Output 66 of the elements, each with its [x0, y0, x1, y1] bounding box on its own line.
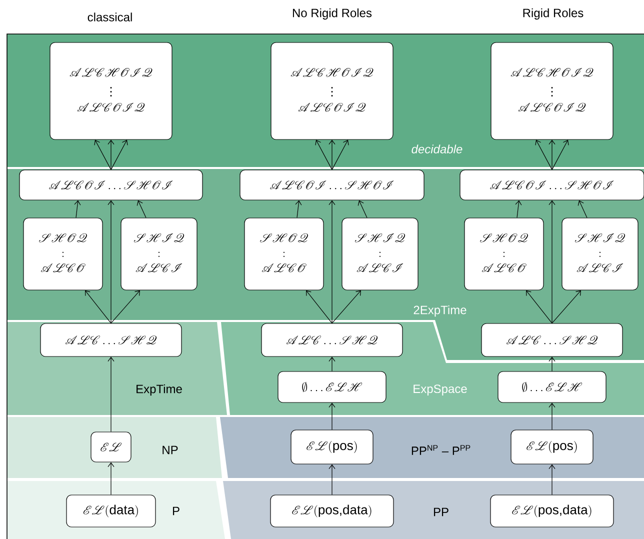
arrow: [94, 140, 112, 170]
logic-box: $\mathscr{EL}(\text{pos})$: [510, 430, 594, 464]
arrow: [548, 402, 556, 430]
arrow: [578, 200, 588, 218]
complexity-label: P: [173, 506, 180, 516]
arrow: [332, 140, 349, 170]
complexity-label: ExpTime: [136, 384, 182, 396]
logic-box: $\begin{array}{c}\mathscr{SHOQ}\\ :\\ \mathscr{ALCO}\end{array}$: [244, 218, 324, 290]
complexity-label: NP: [162, 446, 178, 454]
logic-box: $\mathscr{EL}(\text{data})$: [66, 494, 156, 528]
arrow: [108, 462, 114, 495]
logic-box: $\mathscr{EL}$: [90, 432, 132, 462]
complexity-label: PP: [434, 508, 448, 516]
column-heading: Rigid Roles: [523, 8, 584, 20]
column-heading: No Rigid Roles: [292, 8, 372, 20]
logic-box: $\emptyset\ldots\mathscr{ELH}$: [498, 371, 606, 403]
logic-box: $\mathscr{ALCOI}\ldots\mathscr{SHOI}$: [19, 170, 203, 200]
logic-box: $\mathscr{EL}(\text{pos,data})$: [270, 494, 394, 528]
arrow: [552, 290, 581, 324]
logic-box: $\begin{array}{c}\mathscr{SHIQ}\\ :\\ \mathscr{ALCI}\end{array}$: [342, 218, 418, 290]
arrow: [328, 464, 336, 495]
arrow: [110, 140, 128, 170]
complexity-label: ExpSpace: [414, 384, 467, 396]
arrow: [552, 140, 569, 170]
logic-box: $\begin{array}{c}\mathscr{SHOQ}\\ :\\ \mathscr{ALCO}\end{array}$: [464, 218, 544, 290]
arrow: [328, 140, 336, 170]
arrow: [515, 200, 522, 218]
arrow: [526, 290, 552, 324]
arrow: [85, 290, 112, 324]
logic-box: $\emptyset\ldots\mathscr{ELH}$: [278, 371, 386, 403]
arrow: [332, 290, 361, 324]
logic-box: $\begin{array}{c}\mathscr{SHIQ}\\ :\\ \mathscr{ALCI}\end{array}$: [120, 218, 198, 290]
logic-box: $\mathscr{EL}(\text{pos,data})$: [490, 494, 614, 528]
logic-box: $\mathscr{ALC}\ldots\mathscr{SHQ}$: [40, 323, 182, 357]
complexity-label: PP$^{NP}$ – P$^{PP}$: [412, 445, 470, 455]
logic-box: $\begin{array}{c}\mathscr{SHIQ}\\ :\\ \mathscr{ALCI}\end{array}$: [562, 218, 638, 290]
logic-box: $\begin{array}{c}\mathscr{ALCHOIQ}\\ \vdots\\ \mathscr{ALCOIQ}\end{array}$: [270, 42, 394, 140]
arrow: [358, 200, 368, 218]
arrow: [328, 200, 336, 324]
arrow: [548, 464, 556, 495]
arrow: [108, 200, 114, 324]
arrow: [110, 290, 140, 324]
logic-box: $\mathscr{ALCOI}\ldots\mathscr{SHOI}$: [240, 170, 424, 200]
logic-box: $\mathscr{ALC}\ldots\mathscr{SHQ}$: [261, 323, 403, 357]
logic-box: $\begin{array}{c}\mathscr{ALCHOIQ}\\ \vdots\\ \mathscr{ALCOIQ}\end{array}$: [490, 42, 614, 140]
arrow: [136, 200, 146, 218]
arrow: [315, 140, 332, 170]
arrow: [548, 356, 556, 372]
arrow: [328, 402, 336, 430]
arrow: [328, 356, 336, 372]
arrow: [548, 200, 556, 324]
arrow: [108, 356, 114, 432]
column-heading: classical: [88, 12, 132, 22]
logic-box: $\begin{array}{c}\mathscr{ALCHOIQ}\\ \vdots\\ \mathscr{ALCOIQ}\end{array}$: [50, 42, 172, 140]
arrow: [74, 200, 81, 218]
logic-box: $\mathscr{ALCOI}\ldots\mathscr{SHOI}$: [460, 170, 644, 200]
logic-box: $\begin{array}{c}\mathscr{SHOQ}\\ :\\ \mathscr{ALCO}\end{array}$: [23, 218, 103, 290]
complexity-label: 2ExpTime: [414, 305, 466, 317]
arrow: [108, 140, 114, 170]
arrow: [306, 290, 332, 324]
arrow: [548, 140, 556, 170]
arrow: [535, 140, 552, 170]
logic-box: $\mathscr{EL}(\text{pos})$: [290, 430, 374, 464]
complexity-label: decidable: [412, 144, 462, 154]
logic-box: $\mathscr{ALC}\ldots\mathscr{SHQ}$: [481, 323, 623, 357]
arrow: [295, 200, 302, 218]
